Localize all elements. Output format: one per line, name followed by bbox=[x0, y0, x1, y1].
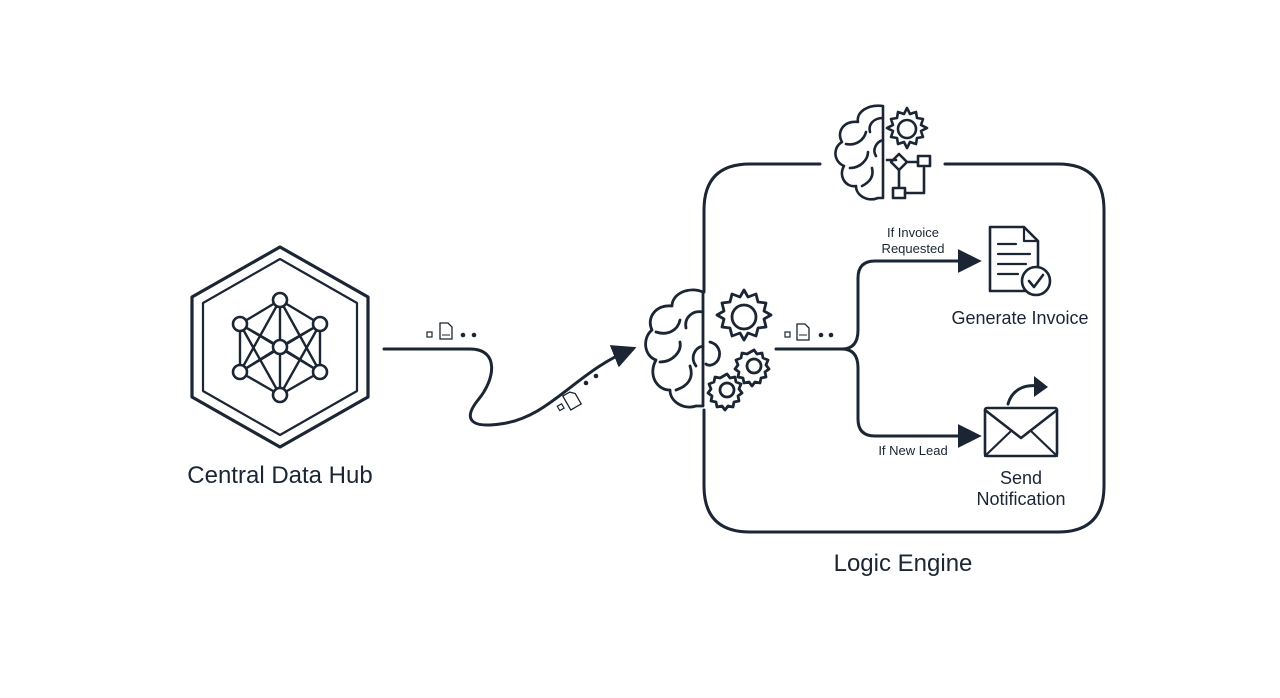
notification-branch-connector bbox=[840, 347, 982, 448]
hub-label: Central Data Hub bbox=[187, 462, 373, 489]
envelope-arrow-icon[interactable] bbox=[983, 376, 1059, 458]
invoice-condition-line2: Requested bbox=[881, 241, 945, 256]
brain-gears-icon bbox=[644, 288, 773, 412]
data-packet-icon bbox=[784, 323, 834, 341]
invoice-condition-line1: If Invoice bbox=[886, 225, 940, 240]
send-notification-label-line2: Notification bbox=[976, 489, 1066, 509]
invoice-condition-label: If Invoice Requested bbox=[882, 225, 945, 257]
hub-network-icon[interactable] bbox=[190, 245, 370, 449]
data-packet-icon bbox=[556, 373, 599, 412]
hub-to-engine-connector bbox=[382, 345, 637, 427]
generate-invoice-label: Generate Invoice bbox=[951, 308, 1089, 328]
document-check-icon[interactable] bbox=[988, 225, 1052, 297]
invoice-branch-connector bbox=[840, 249, 982, 351]
send-notification-label-line1: Send bbox=[999, 468, 1043, 488]
logic-engine-container bbox=[702, 162, 822, 294]
send-notification-label: Send Notification bbox=[976, 468, 1065, 510]
logic-engine-label: Logic Engine bbox=[833, 550, 973, 577]
data-packet-icon bbox=[426, 322, 477, 340]
brain-gear-flowchart-icon bbox=[834, 104, 932, 201]
lead-condition-label: If New Lead bbox=[878, 443, 948, 458]
